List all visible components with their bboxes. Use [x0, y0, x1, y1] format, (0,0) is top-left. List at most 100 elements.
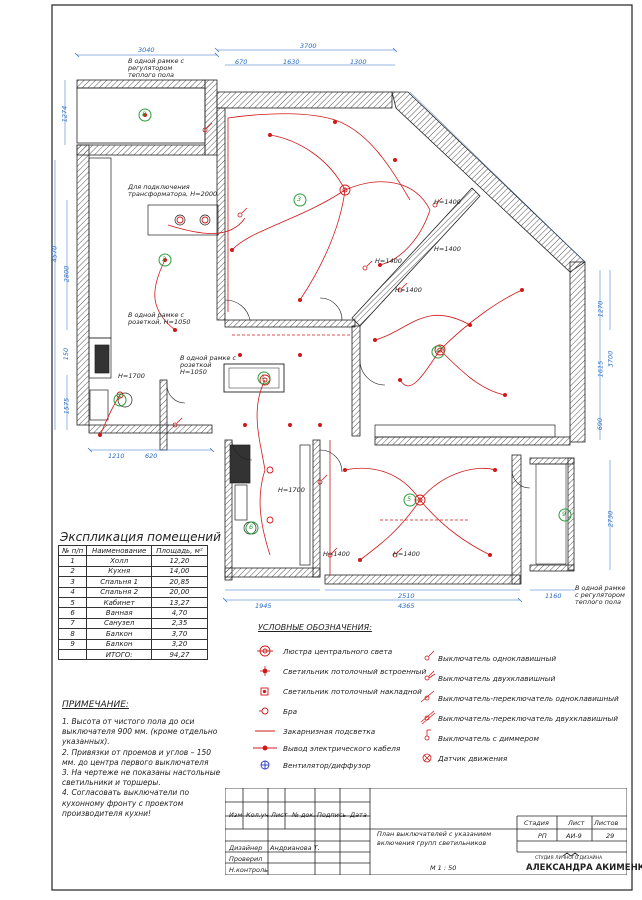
cell-area: 3,70	[151, 628, 208, 640]
legend-label: Закарнизная подсветка	[283, 727, 376, 736]
kitchen-cabinets	[88, 157, 219, 379]
height-mark: Н=1400	[393, 550, 420, 558]
dimension-label: 1630	[283, 58, 300, 66]
dimmer-icon	[424, 729, 431, 741]
stamp-col-header: Подпись	[317, 811, 347, 819]
legend-label: Выключатель с диммером	[438, 734, 540, 743]
doors	[166, 297, 531, 489]
column-header: Наименование	[86, 544, 152, 557]
stamp-col-header: Кол.уч	[246, 811, 269, 819]
legend-label: Вентилятор/диффузор	[283, 761, 371, 770]
room-number: 8	[142, 110, 147, 118]
table-total-row: ИТОГО:94,27	[57, 648, 208, 661]
cell-number: 5	[57, 596, 88, 609]
cell-number: 6	[57, 607, 88, 619]
walls	[76, 79, 586, 585]
studio-subtitle: СТУДИЯ ЛИЧНОГО ДИЗАЙНА	[535, 856, 603, 861]
dimension-label: 2730	[606, 510, 615, 528]
height-mark: Н=1400	[323, 550, 350, 558]
dimension-ticks	[74, 47, 523, 603]
cell-name: Санузел	[86, 617, 152, 630]
callout: В одной рамке с регулятором теплого пола	[128, 57, 185, 79]
legend-label: Люстра центрального света	[283, 647, 393, 656]
room-number: 5	[407, 495, 412, 503]
dimension-label: 670	[235, 58, 248, 66]
legend-label: Вывод электрического кабеля	[283, 744, 401, 753]
drawing-title: План выключателей с указанием включения …	[377, 830, 492, 847]
stage-value: РП	[538, 832, 547, 840]
room-number: 1	[261, 373, 266, 381]
dimension-label: 1210	[108, 452, 125, 460]
title-block	[225, 788, 627, 875]
cell-area: 12,20	[151, 555, 208, 567]
dimension-label: 1270	[596, 300, 605, 318]
legend-label: Датчик движения	[438, 754, 508, 763]
stamp-role: Н.контроль	[229, 866, 268, 874]
legend-label: Выключатель одноклавишный	[438, 654, 557, 663]
dimension-label: 150	[62, 347, 71, 361]
callout: В одной рамке с регулятором теплого пола	[575, 584, 626, 606]
height-mark: Н=1400	[434, 198, 461, 206]
dimension-label: 620	[145, 452, 158, 460]
cell-area: 20,00	[151, 586, 208, 598]
room-number: 9	[562, 510, 567, 518]
studio-name: АЛЕКСАНДРА АКИМЕНКОВА	[526, 863, 642, 873]
dimension-label: 4365	[398, 602, 415, 610]
light-fixtures	[116, 184, 446, 524]
stamp-col-header: Изм	[229, 811, 243, 819]
dimension-label: 1160	[545, 592, 562, 600]
column-header: Площадь, м²	[151, 544, 208, 557]
cable-outlet-icon	[253, 745, 277, 751]
cell-name: Балкон	[86, 638, 152, 650]
motion-sensor-icon	[422, 753, 432, 763]
dimension-label: 1300	[350, 58, 367, 66]
dimension-label: 3700	[606, 350, 615, 368]
pass-switch-2-icon	[420, 710, 436, 725]
dimension-label: 1274	[60, 105, 69, 123]
note-item: 1. Высота от чистого пола до оси выключа…	[62, 717, 218, 747]
cell-number: 1	[57, 555, 88, 567]
callout: В одной рамке с розеткой, Н=1050	[128, 311, 191, 326]
lighting-circuits	[99, 113, 523, 575]
explication-title: Экспликация помещений	[60, 530, 221, 544]
stamp-role: Дизайнер	[229, 844, 263, 852]
sheet-label: Лист	[568, 819, 585, 827]
stage-label: Стадия	[524, 819, 549, 827]
wardrobe	[374, 424, 556, 438]
dimension-label: 1575	[62, 397, 71, 415]
cell-number: 7	[57, 617, 88, 630]
notes-list: 1. Высота от чистого пола до оси выключа…	[62, 717, 222, 819]
cell-name: Спальня 1	[86, 576, 152, 588]
legend-label: Светильник потолочный встроенный	[283, 667, 427, 676]
cell-area: 20,85	[151, 576, 208, 588]
cell-number: 3	[57, 576, 88, 588]
stamp-role: Проверил	[229, 855, 263, 863]
column-header: № п/п	[57, 544, 88, 557]
switches	[172, 122, 443, 558]
height-mark: Н=1700	[118, 372, 145, 380]
legend-symbols	[253, 645, 436, 770]
stamp-person: Андрианова Т.	[270, 844, 320, 852]
note-item: 3. На чертеже не показаны настольные све…	[62, 768, 221, 788]
cell-name: Кабинет	[86, 596, 152, 609]
dimension-label: 1945	[255, 602, 272, 610]
cell-name: Балкон	[86, 628, 152, 640]
cell-name: Ванная	[86, 607, 152, 619]
hall-bench	[223, 363, 285, 393]
toilet-fixtures	[89, 389, 133, 421]
callout: В одной рамке с розеткой Н=1050	[180, 354, 237, 376]
balcony-8-outline	[76, 87, 206, 144]
dimension-label: 2510	[398, 592, 415, 600]
notes-title: ПРИМЕЧАНИЕ:	[62, 700, 129, 710]
balcony-9-outline	[535, 463, 567, 565]
wall-sconce-icon	[259, 707, 269, 715]
note-item: 2. Привязки от проемов и углов – 150 мм.…	[62, 747, 212, 767]
bath-fixtures	[229, 444, 311, 566]
height-mark: Н=1400	[375, 257, 402, 265]
